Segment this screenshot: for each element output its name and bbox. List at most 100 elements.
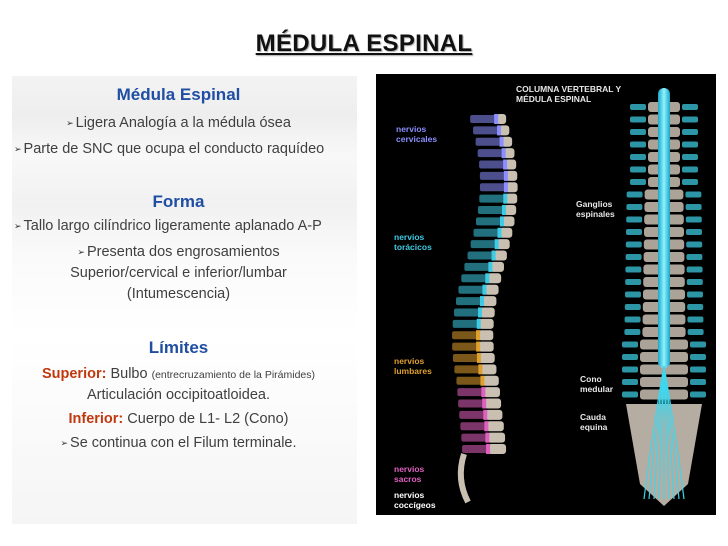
- label-line: nervios: [394, 490, 425, 500]
- ganglion-right: [690, 379, 706, 385]
- ganglion-right: [687, 304, 704, 310]
- cord-segment: [503, 182, 508, 193]
- bullet-tallo: ➢Tallo largo cilíndrico ligeramente apla…: [14, 218, 322, 234]
- cord-segment: [484, 421, 489, 432]
- side-view-spine: [452, 114, 518, 504]
- cauda-fibre: [663, 365, 670, 500]
- vertebra: [505, 182, 518, 193]
- label-line: Ganglios: [576, 199, 613, 209]
- nerve-root-segment: [470, 240, 497, 249]
- ganglion-right: [682, 141, 698, 148]
- ganglion-left: [622, 341, 638, 348]
- cord-segment: [482, 284, 487, 295]
- label-line: torácicos: [394, 242, 432, 252]
- cord-segment: [494, 114, 499, 124]
- superior-value: Bulbo: [110, 366, 148, 382]
- nerve-root-segment: [479, 183, 506, 192]
- cord-segment: [499, 136, 504, 147]
- vertebra: [490, 261, 504, 272]
- nerve-root-segment: [477, 206, 504, 215]
- ganglion-left: [630, 129, 646, 135]
- ganglion-left: [626, 191, 643, 198]
- arrow-bullet-icon: ➢: [66, 118, 74, 128]
- text-panel: [12, 76, 357, 524]
- nerve-root-segment: [467, 251, 494, 260]
- coccyx: [457, 453, 471, 504]
- ganglion-right: [686, 279, 703, 285]
- bullet-text: Parte de SNC que ocupa el conducto raquí…: [23, 141, 325, 157]
- vertebra: [484, 284, 499, 295]
- label-cervicales: nervios cervicales: [396, 124, 437, 144]
- nerve-root-segment: [454, 308, 481, 317]
- nerve-root-segment: [470, 115, 497, 123]
- arrow-bullet-icon: ➢: [77, 247, 85, 257]
- ganglion-left: [630, 141, 646, 148]
- engrosamientos-line3: (Intumescencia): [126, 286, 231, 302]
- nerve-root-segment: [452, 331, 479, 340]
- vertebra: [478, 341, 494, 352]
- cauda-fibre: [658, 365, 665, 500]
- label-lumbares: nervios lumbares: [394, 356, 432, 376]
- cord-segment: [483, 409, 488, 420]
- cord-segment: [478, 364, 483, 375]
- cord-segment: [482, 398, 487, 409]
- figure-title-line: MÉDULA ESPINAL: [516, 94, 592, 104]
- ganglion-right: [682, 116, 698, 123]
- nerve-root-segment: [459, 410, 486, 419]
- vertebra: [505, 159, 517, 170]
- label-ganglios: Ganglios espinales: [576, 199, 615, 219]
- vertebra: [478, 330, 494, 341]
- bullet-text: Tallo largo cilíndrico ligeramente aplan…: [23, 218, 322, 234]
- heading-limites: Límites: [148, 338, 209, 357]
- ganglion-right: [682, 154, 698, 160]
- cauda-fibre: [663, 365, 685, 500]
- ganglion-left: [624, 329, 641, 335]
- inferior-label: Inferior:: [68, 411, 124, 427]
- nerve-root-segment: [475, 137, 502, 146]
- bullet-text: Presenta dos engrosamientos: [86, 244, 280, 260]
- nerve-root-segment: [464, 262, 491, 271]
- ganglion-right: [687, 291, 703, 298]
- vertebra: [478, 318, 494, 329]
- vertebra: [499, 125, 510, 136]
- ganglion-right: [682, 166, 698, 173]
- label-line: equina: [580, 422, 608, 432]
- ganglion-right: [685, 191, 702, 198]
- ganglion-left: [622, 366, 638, 373]
- ganglion-right: [690, 366, 706, 373]
- nerve-root-segment: [462, 445, 489, 453]
- nerve-root-segment: [454, 365, 481, 374]
- label-line: cervicales: [396, 134, 438, 144]
- cord-segment: [476, 318, 481, 329]
- cauda-fibre: [663, 365, 680, 500]
- vertebra: [481, 296, 497, 307]
- bullet-text: Ligera Analogía a la médula ósea: [75, 115, 291, 131]
- nerve-root-segment: [457, 388, 484, 397]
- cauda-fibre: [653, 365, 665, 500]
- cauda-fibre: [663, 365, 675, 500]
- nerve-root-segment: [452, 342, 479, 351]
- cord-segment: [476, 352, 481, 363]
- ganglion-right: [686, 266, 703, 273]
- cord-segment: [503, 159, 508, 170]
- label-coccigeos: nervios coccígeos: [394, 490, 436, 510]
- cauda-fibre: [648, 365, 665, 500]
- vertebra: [499, 227, 513, 238]
- inferior-value: Cuerpo de L1- L2 (Cono): [127, 411, 289, 427]
- nerve-root-segment: [460, 422, 487, 431]
- vertebra: [501, 216, 515, 227]
- spine-illustration: COLUMNA VERTEBRAL Y MÉDULA ESPINAL nervi…: [376, 74, 716, 515]
- cord-segment: [501, 148, 506, 159]
- cord-segment: [478, 307, 483, 318]
- label-line: espinales: [576, 209, 615, 219]
- vertebra: [501, 136, 513, 147]
- vertebra: [480, 307, 495, 318]
- nerve-root-segment: [452, 319, 479, 328]
- vertebra: [487, 273, 502, 284]
- ganglion-right: [690, 341, 706, 348]
- ganglion-right: [686, 241, 703, 248]
- vertebra: [488, 444, 507, 454]
- ganglion-left: [622, 379, 638, 385]
- label-line: nervios: [394, 464, 425, 474]
- ganglion-left: [630, 104, 646, 110]
